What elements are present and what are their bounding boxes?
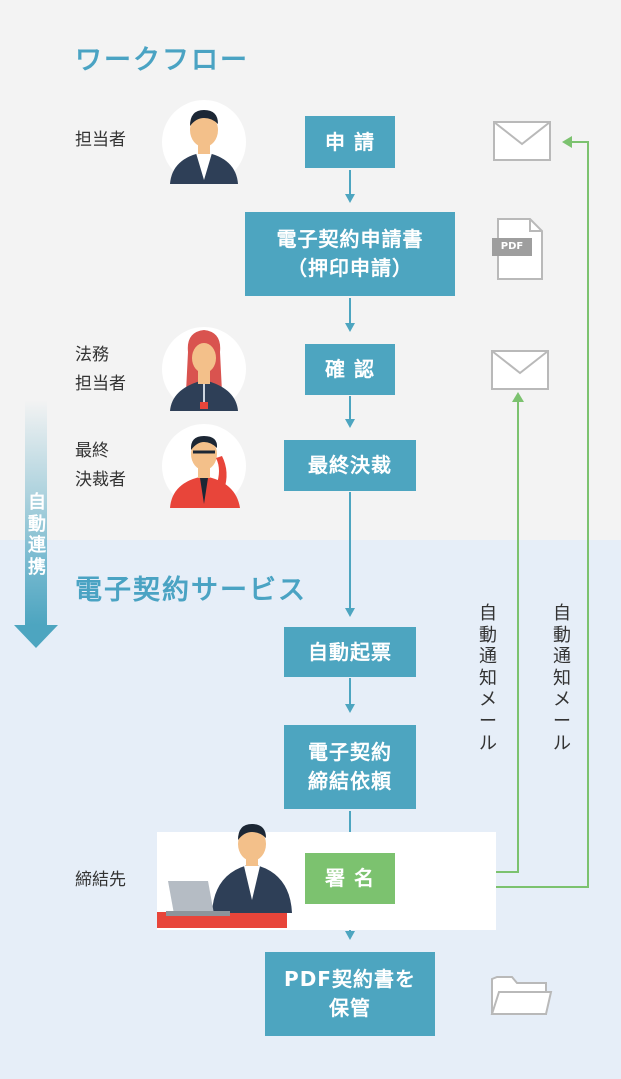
folder-icon	[490, 976, 553, 1015]
step-keiyaku-shinseisho: 電子契約申請書（押印申請）	[245, 212, 455, 296]
step-saishu-kessai: 最終決裁	[284, 440, 416, 491]
role-tantousha: 担当者	[75, 130, 126, 150]
notify-label-2: 自動通知メール	[553, 603, 571, 754]
person-executive-icon	[162, 424, 246, 508]
pdf-document-icon	[492, 218, 543, 280]
auto-link-arrow-head	[14, 625, 58, 648]
step-shinsei: 申 請	[305, 116, 395, 168]
person-suit-icon	[162, 100, 246, 184]
role-teiketsusaki: 締結先	[75, 870, 126, 890]
step-jidou-kihyou: 自動起票	[284, 627, 416, 677]
role-saishu-kessaisha: 最終決裁者	[75, 441, 126, 490]
mail-icon	[491, 350, 549, 390]
pdf-icon-label: PDF	[500, 241, 524, 252]
step-pdf-hokan: PDF契約書を保管	[265, 952, 435, 1036]
person-woman-icon	[162, 327, 246, 411]
notify-label-1: 自動通知メール	[479, 603, 497, 754]
auto-link-arrow-shaft	[25, 400, 47, 625]
mail-icon	[493, 121, 551, 161]
step-teiketsu-irai: 電子契約締結依頼	[284, 725, 416, 809]
service-title: 電子契約サービス	[75, 575, 307, 606]
auto-link-label: 自 動 連 携	[28, 492, 46, 578]
role-houmu-tantousha: 法務担当者	[75, 345, 126, 394]
workflow-title: ワークフロー	[75, 45, 249, 76]
step-shomei: 署 名	[305, 853, 395, 904]
step-kakunin: 確 認	[305, 344, 395, 395]
